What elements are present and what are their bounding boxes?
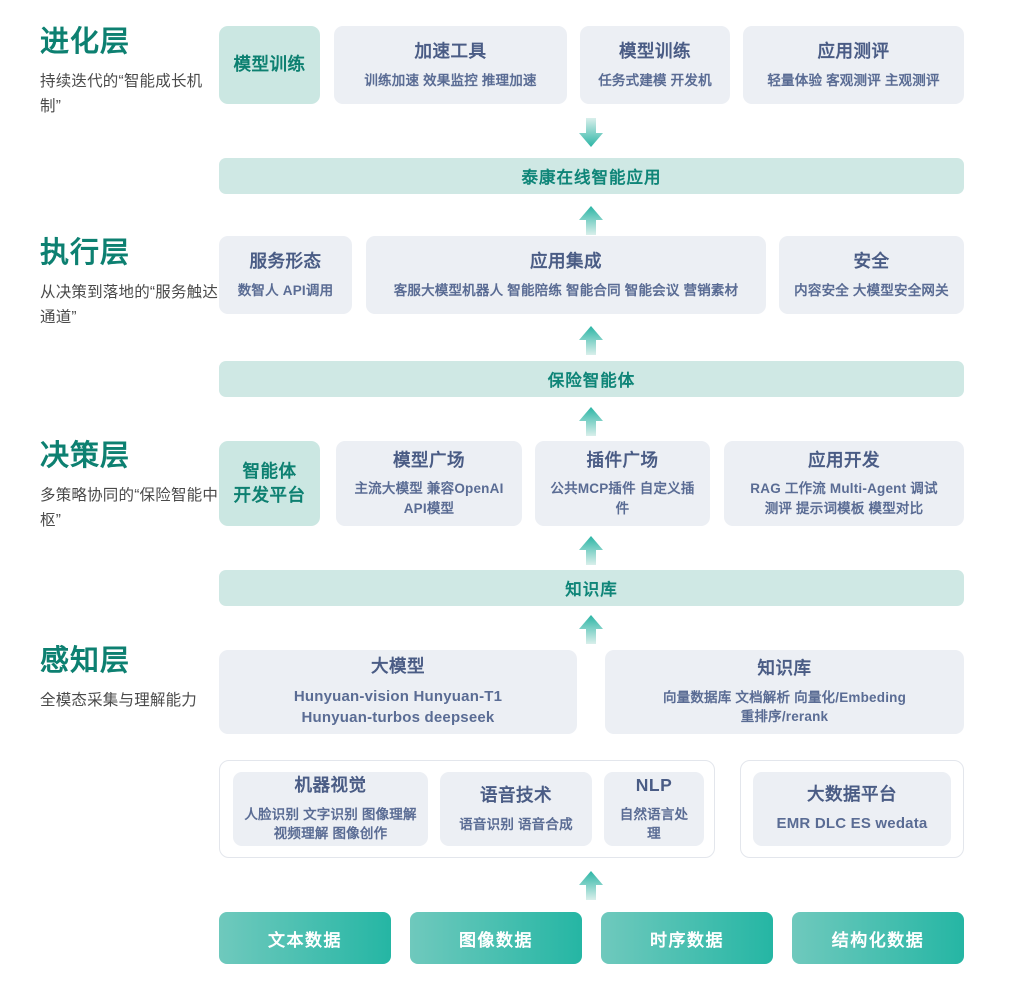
card-title: 模型训练: [619, 40, 691, 61]
chip-label: 时序数据: [650, 930, 724, 950]
card-title: 模型训练: [233, 54, 306, 75]
layer-description: 全模态采集与理解能力: [40, 692, 198, 710]
card-title: 大数据平台: [807, 783, 897, 804]
card-subtitle: 数智人 API调用: [237, 282, 334, 298]
card-application-development[interactable]: 应用开发 RAG 工作流 Multi-Agent 调试 测评 提示词模板 模型对…: [724, 441, 964, 526]
layer-label-evolution: 进化层 持续迭代的“智能成长机制”: [40, 26, 220, 120]
card-title: 服务形态: [249, 250, 322, 271]
card-machine-vision[interactable]: 机器视觉 人脸识别 文字识别 图像理解 视频理解 图像创作: [233, 772, 428, 846]
card-subtitle: 轻量体验 客观测评 主观测评: [767, 72, 940, 88]
chip-text-data[interactable]: 文本数据: [219, 912, 391, 964]
chip-structured-data[interactable]: 结构化数据: [792, 912, 964, 964]
layer-title: 感知层: [40, 645, 131, 677]
card-large-model[interactable]: 大模型 Hunyuan-vision Hunyuan-T1 Hunyuan-tu…: [219, 650, 577, 734]
arrow-up-icon: [578, 406, 604, 436]
card-application-integration[interactable]: 应用集成 客服大模型机器人 智能陪练 智能合同 智能会议 营销素材: [366, 236, 766, 314]
card-subtitle: 训练加速 效果监控 推理加速: [364, 72, 537, 88]
card-title: 加速工具: [414, 40, 487, 61]
layer-label-execution: 执行层 从决策到落地的“服务触达通道”: [40, 237, 220, 331]
layer-description: 多策略协同的“保险智能中枢”: [40, 487, 219, 530]
layer-label-perception: 感知层 全模态采集与理解能力: [40, 645, 220, 713]
card-subtitle: 任务式建模 开发机: [598, 72, 712, 88]
arrow-up-icon: [578, 205, 604, 235]
layer-description: 从决策到落地的“服务触达通道”: [40, 284, 219, 327]
card-model-training[interactable]: 模型训练 任务式建模 开发机: [580, 26, 730, 104]
layer-description: 持续迭代的“智能成长机制”: [40, 73, 203, 116]
card-plugin-plaza[interactable]: 插件广场 公共MCP插件 自定义插件: [535, 441, 710, 526]
card-acceleration-tools[interactable]: 加速工具 训练加速 效果监控 推理加速: [334, 26, 567, 104]
card-title: 智能体 开发平台: [233, 460, 306, 505]
chip-timeseries-data[interactable]: 时序数据: [601, 912, 773, 964]
card-service-form[interactable]: 服务形态 数智人 API调用: [219, 236, 352, 314]
card-subtitle: 向量数据库 文档解析 向量化/Embeding 重排序/rerank: [662, 689, 907, 725]
layer-title: 执行层: [40, 237, 131, 269]
banner-label: 知识库: [565, 581, 618, 599]
card-title: 应用开发: [808, 449, 880, 470]
card-subtitle: 自然语言处理: [619, 806, 689, 842]
arrow-up-icon: [578, 870, 604, 900]
layer-title: 进化层: [40, 26, 131, 58]
card-title: NLP: [635, 775, 673, 796]
chip-label: 图像数据: [459, 930, 533, 950]
card-application-evaluation[interactable]: 应用测评 轻量体验 客观测评 主观测评: [743, 26, 964, 104]
card-title: 知识库: [757, 658, 812, 679]
banner-label: 保险智能体: [547, 372, 636, 390]
card-big-data-platform[interactable]: 大数据平台 EMR DLC ES wedata: [753, 772, 951, 846]
card-subtitle: Hunyuan-vision Hunyuan-T1 Hunyuan-turbos…: [293, 687, 503, 727]
arrow-up-icon: [578, 614, 604, 644]
banner-taikang-online-ai-application[interactable]: 泰康在线智能应用: [219, 158, 964, 194]
card-subtitle: 公共MCP插件 自定义插件: [550, 481, 695, 516]
chip-image-data[interactable]: 图像数据: [410, 912, 582, 964]
card-agent-dev-platform[interactable]: 智能体 开发平台: [219, 441, 320, 526]
card-subtitle: 人脸识别 文字识别 图像理解 视频理解 图像创作: [244, 806, 417, 842]
card-model-plaza[interactable]: 模型广场 主流大模型 兼容OpenAI API模型: [336, 441, 522, 526]
card-title: 机器视觉: [294, 775, 367, 796]
card-title: 应用测评: [817, 40, 890, 61]
card-title: 插件广场: [586, 449, 659, 470]
arrow-up-icon: [578, 325, 604, 355]
arrow-down-icon: [578, 118, 604, 148]
card-title: 模型广场: [393, 449, 465, 470]
card-title: 大模型: [371, 655, 425, 676]
card-subtitle: 主流大模型 兼容OpenAI API模型: [354, 481, 504, 516]
card-subtitle: 语音识别 语音合成: [459, 816, 573, 832]
layer-title: 决策层: [40, 440, 131, 472]
banner-label: 泰康在线智能应用: [521, 169, 662, 187]
card-title: 应用集成: [530, 250, 602, 271]
card-subtitle: 客服大模型机器人 智能陪练 智能合同 智能会议 营销素材: [393, 282, 739, 298]
card-security[interactable]: 安全 内容安全 大模型安全网关: [779, 236, 964, 314]
card-subtitle: RAG 工作流 Multi-Agent 调试 测评 提示词模板 模型对比: [750, 481, 938, 516]
card-title: 安全: [853, 250, 890, 271]
card-subtitle: 内容安全 大模型安全网关: [794, 282, 949, 298]
card-model-training-highlight[interactable]: 模型训练: [219, 26, 320, 104]
card-nlp[interactable]: NLP 自然语言处理: [604, 772, 704, 846]
card-speech-technology[interactable]: 语音技术 语音识别 语音合成: [440, 772, 592, 846]
card-subtitle: EMR DLC ES wedata: [776, 815, 928, 833]
arrow-up-icon: [578, 535, 604, 565]
chip-label: 结构化数据: [831, 930, 925, 950]
banner-insurance-agent[interactable]: 保险智能体: [219, 361, 964, 397]
banner-knowledge-base[interactable]: 知识库: [219, 570, 964, 606]
layer-label-decision: 决策层 多策略协同的“保险智能中枢”: [40, 440, 220, 534]
chip-label: 文本数据: [268, 930, 342, 950]
card-knowledge-base[interactable]: 知识库 向量数据库 文档解析 向量化/Embeding 重排序/rerank: [605, 650, 964, 734]
card-title: 语音技术: [480, 784, 552, 805]
